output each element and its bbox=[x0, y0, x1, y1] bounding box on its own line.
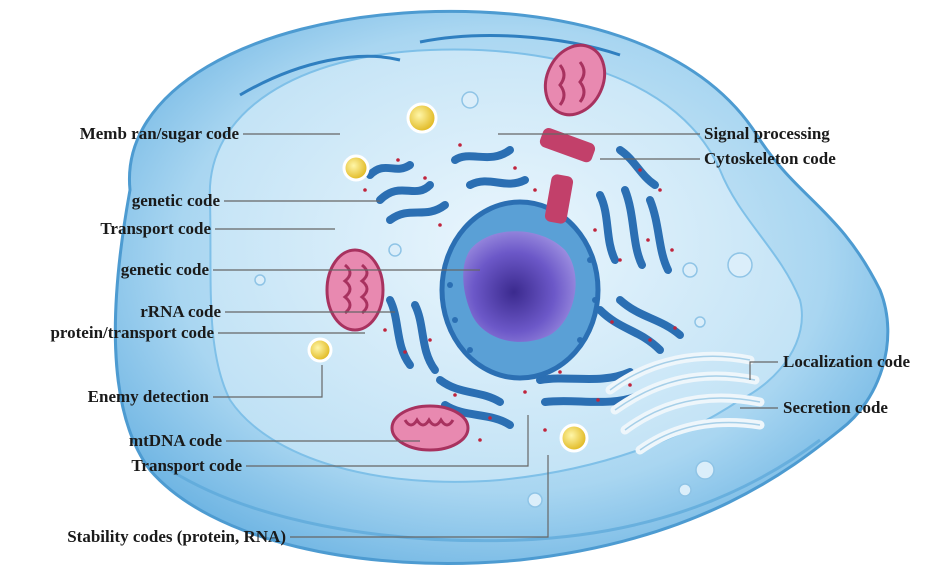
label-signal-processing: Signal processing bbox=[704, 124, 830, 144]
label-membrane-sugar-code: Memb ran/sugar code bbox=[80, 124, 239, 144]
label-genetic-code-2: genetic code bbox=[121, 260, 209, 280]
label-cytoskeleton-code: Cytoskeleton code bbox=[704, 149, 836, 169]
nucleus bbox=[442, 202, 598, 378]
label-transport-code-2: Transport code bbox=[131, 456, 242, 476]
nucleolus bbox=[463, 231, 575, 342]
label-stability-codes: Stability codes (protein, RNA) bbox=[67, 527, 286, 547]
label-mtdna-code: mtDNA code bbox=[129, 431, 222, 451]
mitochondrion-left bbox=[327, 250, 383, 330]
label-localization-code: Localization code bbox=[783, 352, 910, 372]
mitochondrion-bottom bbox=[392, 406, 468, 450]
label-rrna-code: rRNA code bbox=[140, 302, 221, 322]
label-genetic-code-1: genetic code bbox=[132, 191, 220, 211]
label-enemy-detection: Enemy detection bbox=[88, 387, 209, 407]
label-secretion-code: Secretion code bbox=[783, 398, 888, 418]
label-protein-transport-code: protein/transport code bbox=[50, 323, 214, 343]
label-transport-code-1: Transport code bbox=[100, 219, 211, 239]
